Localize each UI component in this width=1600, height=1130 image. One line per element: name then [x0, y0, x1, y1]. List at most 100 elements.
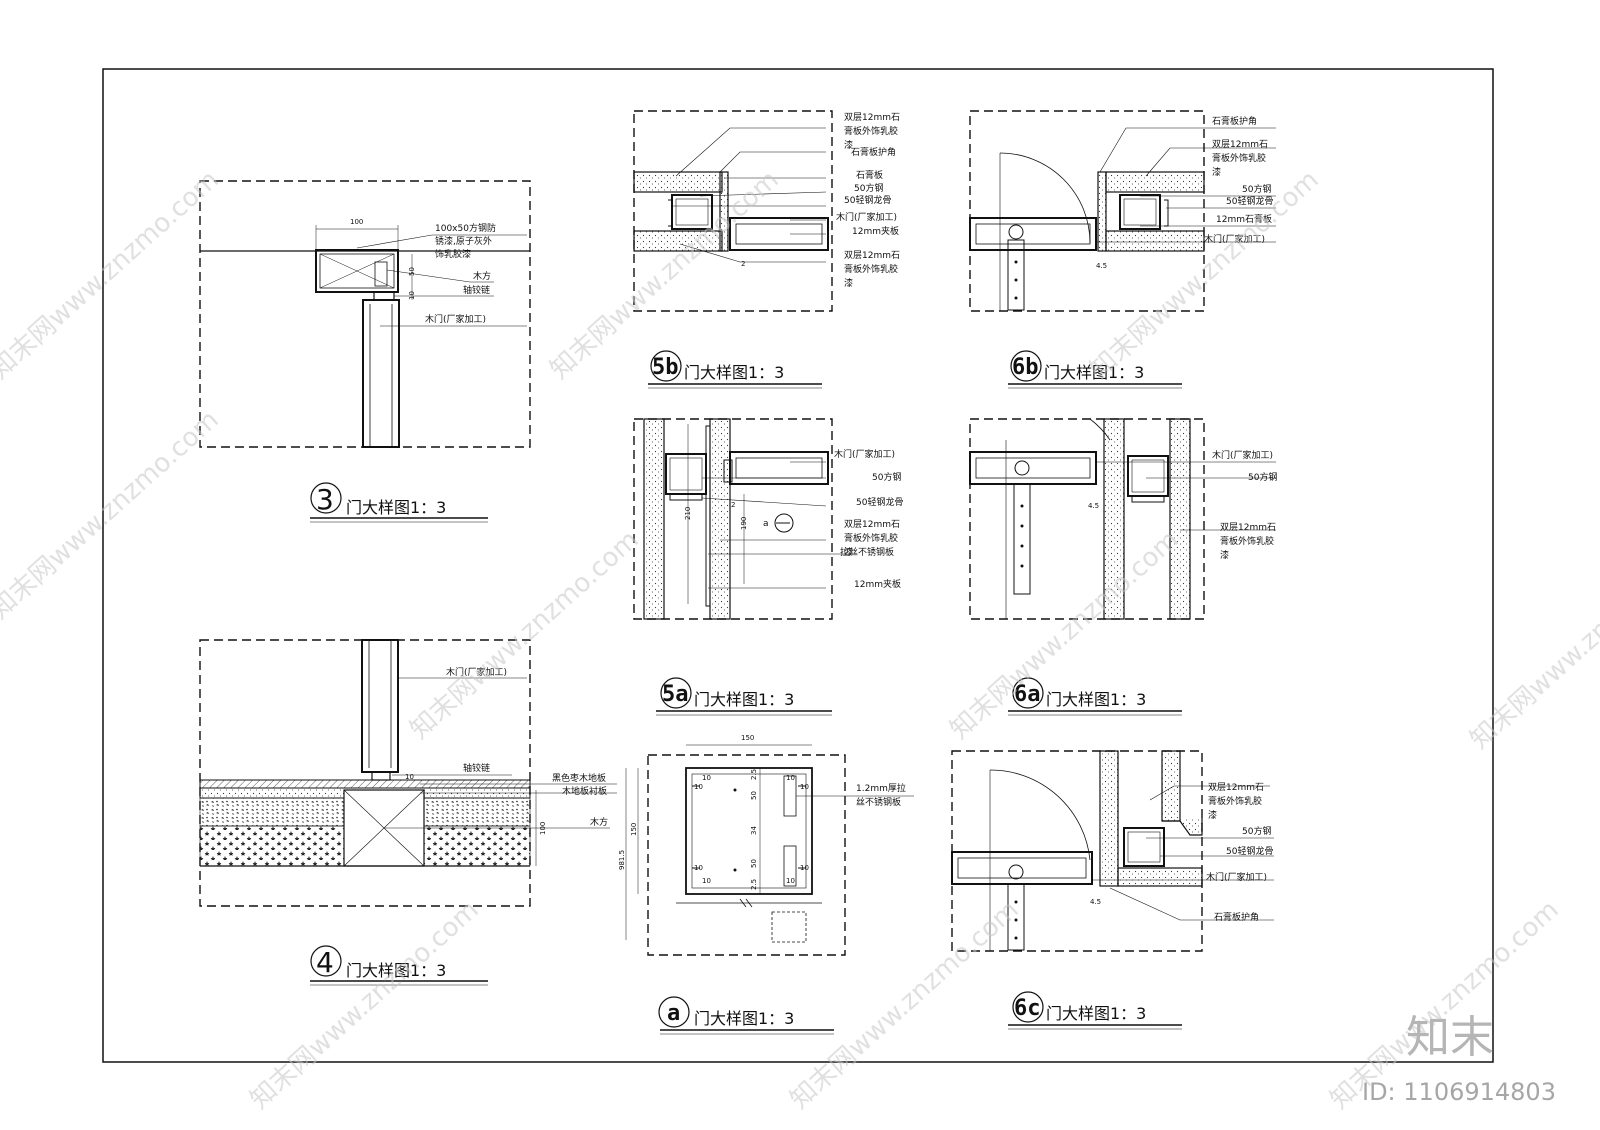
pa-caption: 门大样图1：3 — [694, 1009, 794, 1028]
p4-label-0: 木门(厂家加工) — [446, 666, 507, 678]
p3-dim-10: 10 — [408, 291, 416, 300]
p5a-label-2: 50轻钢龙骨 — [856, 496, 903, 508]
p6c-caption: 门大样图1：3 — [1046, 1004, 1146, 1023]
p5b-label-10: 膏板外饰乳胶 — [844, 263, 898, 275]
watermark-5: 知末网www.znzmo.com — [405, 525, 645, 745]
pa-dim-1: 10 — [694, 783, 703, 791]
p6b-label-2: 膏板外饰乳胶 — [1212, 152, 1266, 164]
p3-caption: 门大样图1：3 — [346, 498, 446, 517]
p5a-label-6: 拉丝不锈钢板 — [840, 546, 894, 558]
p6b-label-1: 双层12mm石 — [1212, 139, 1268, 150]
pa-dim-5: 10 — [800, 783, 809, 791]
p6a-dim-4.5: 4.5 — [1088, 502, 1099, 510]
p6a-label-3: 膏板外饰乳胶 — [1220, 535, 1274, 547]
p6a-label-4: 漆 — [1220, 549, 1229, 561]
p4-dim-100: 100 — [539, 822, 547, 835]
pa-dim-15: 981.5 — [618, 850, 626, 870]
p6c-dim-4.5: 4.5 — [1090, 898, 1101, 906]
p4-label-4: 木方 — [590, 816, 608, 828]
p6b-number: 6b — [1012, 355, 1039, 380]
p3-label-5: 木门(厂家加工) — [425, 313, 486, 325]
watermark-8: 知末网www.znzmo.com — [245, 895, 485, 1115]
panel-6b: 4.5 石膏板护角 双层12mm石 膏板外饰乳胶 漆 50方钢 50轻钢龙骨 1… — [969, 110, 1276, 389]
p6c-label-0: 双层12mm石 — [1208, 782, 1264, 793]
pa-dim-14: 150 — [630, 823, 638, 836]
pa-dim-10: 50 — [750, 791, 758, 800]
panel-6a: 4.5 木门(厂家加工) 50方钢 双层12mm石 膏板外饰乳胶 漆 6a 门大… — [969, 418, 1277, 716]
p4-label-1: 轴铰链 — [463, 762, 490, 774]
p6c-label-6: 石膏板护角 — [1214, 911, 1259, 923]
p6b-label-6: 12mm石膏板 — [1216, 213, 1272, 225]
sheet-border — [102, 68, 1494, 1063]
watermark-9: 知末网www.znzmo.com — [785, 895, 1025, 1115]
watermark-1: 知末网www.znzmo.com — [0, 165, 225, 385]
pa-dim-12: 50 — [750, 859, 758, 868]
p5a-label-7: 12mm夹板 — [854, 578, 901, 590]
panel-a: 150 10 10 10 10 10 10 10 10 2.5 50 34 50… — [618, 734, 914, 1035]
p3-dim-100: 100 — [350, 218, 363, 226]
p5b-label-0: 双层12mm石 — [844, 112, 900, 123]
p3-label-0: 100x50方钢防 — [435, 222, 496, 234]
p5a-dim-190: 190 — [740, 517, 748, 530]
panel-3: 100 50 10 100x50方钢防 锈漆,原子灰外 饰乳胶漆 木方 轴铰链 … — [199, 180, 531, 523]
p5b-label-7: 木门(厂家加工) — [836, 211, 897, 223]
panel-6c: 4.5 双层12mm石 膏板外饰乳胶 漆 50方钢 50轻钢龙骨 木门(厂家加工… — [951, 750, 1274, 1030]
watermarks: 知末网www.znzmo.com 知末网www.znzmo.com 知末网www… — [0, 165, 1600, 1115]
p5a-label-1: 50方钢 — [872, 471, 901, 483]
p5b-label-3: 石膏板护角 — [851, 146, 896, 158]
watermark-6: 知末网www.znzmo.com — [945, 525, 1185, 745]
pa-dim-4: 10 — [702, 877, 711, 885]
p6a-label-1: 50方钢 — [1248, 471, 1277, 483]
p5b-caption: 门大样图1：3 — [684, 363, 784, 382]
p5b-label-8: 12mm夹板 — [852, 225, 899, 237]
p5b-label-2: 漆 — [844, 139, 853, 151]
p3-number: 3 — [316, 483, 334, 516]
p5a-caption: 门大样图1：3 — [694, 690, 794, 709]
p3-label-3: 木方 — [473, 270, 491, 282]
p6b-label-3: 漆 — [1212, 166, 1221, 178]
p5b-dim-2: 2 — [741, 260, 745, 268]
p3-label-1: 锈漆,原子灰外 — [435, 235, 492, 247]
p5b-label-9: 双层12mm石 — [844, 250, 900, 261]
p6b-dim-4.5: 4.5 — [1096, 262, 1107, 270]
p5a-number: 5a — [662, 682, 689, 707]
p5b-number: 5b — [652, 355, 679, 380]
p3-label-4: 轴铰链 — [463, 284, 490, 296]
pa-dim-6: 10 — [786, 774, 795, 782]
p4-label-3: 木地板衬板 — [562, 785, 607, 797]
p6b-label-4: 50方钢 — [1242, 183, 1271, 195]
p5b-label-6: 50轻钢龙骨 — [844, 194, 891, 206]
p5a-marker: a — [763, 519, 769, 529]
p3-label-2: 饰乳胶漆 — [435, 248, 471, 260]
p6c-label-3: 50方钢 — [1242, 825, 1271, 837]
p6b-label-5: 50轻钢龙骨 — [1226, 195, 1273, 207]
p4-dim-10: 10 — [405, 773, 414, 781]
p6c-number: 6c — [1014, 996, 1041, 1021]
p6a-number: 6a — [1014, 682, 1041, 707]
p5a-dim-2: 2 — [731, 501, 735, 509]
p4-label-2: 黑色枣木地板 — [552, 772, 606, 784]
pa-dim-11: 34 — [750, 826, 758, 835]
p6b-caption: 门大样图1：3 — [1044, 363, 1144, 382]
p6c-label-4: 50轻钢龙骨 — [1226, 845, 1273, 857]
p5b-label-1: 膏板外饰乳胶 — [844, 125, 898, 137]
p6a-label-0: 木门(厂家加工) — [1212, 449, 1273, 461]
pa-label-0: 1.2mm厚拉 — [856, 782, 906, 794]
p6a-label-2: 双层12mm石 — [1220, 522, 1276, 533]
panel-4: 10 100 木门(厂家加工) 轴铰链 黑色枣木地板 木地板衬板 木方 4 门大… — [199, 639, 617, 986]
p4-number: 4 — [316, 946, 334, 979]
p6c-label-5: 木门(厂家加工) — [1206, 871, 1267, 883]
pa-dim-7: 10 — [800, 864, 809, 872]
p3-dim-50: 50 — [408, 267, 416, 276]
p6b-label-0: 石膏板护角 — [1212, 115, 1257, 127]
p5a-label-4: 膏板外饰乳胶 — [844, 532, 898, 544]
p5a-label-3: 双层12mm石 — [844, 519, 900, 530]
pa-dim-2: 10 — [702, 774, 711, 782]
p6b-label-7: 木门(厂家加工) — [1204, 233, 1265, 245]
pa-dim-13: 2.5 — [750, 879, 758, 890]
p5b-label-5: 50方钢 — [854, 182, 883, 194]
p6c-label-2: 漆 — [1208, 809, 1217, 821]
pa-number: a — [667, 1001, 680, 1026]
p6a-caption: 门大样图1：3 — [1046, 690, 1146, 709]
p5b-label-11: 漆 — [844, 277, 853, 289]
